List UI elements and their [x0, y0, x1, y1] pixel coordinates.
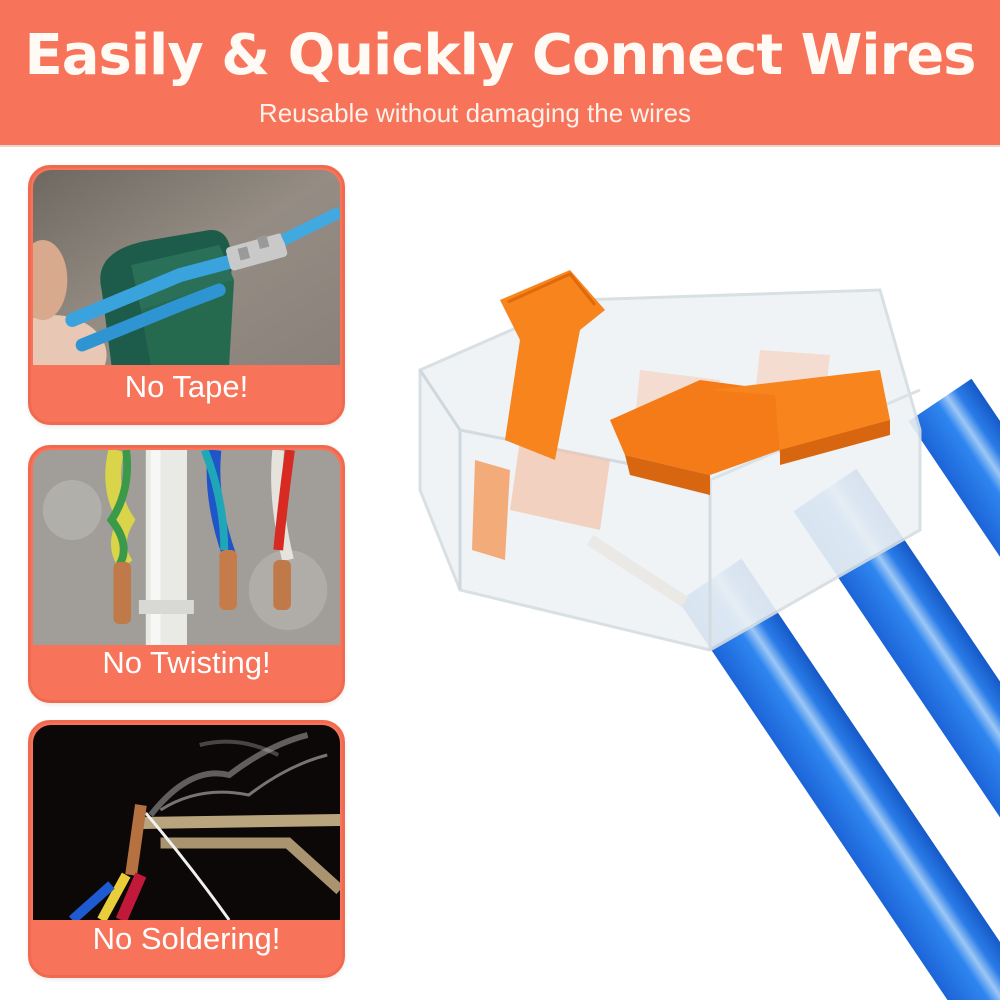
blue-wire	[678, 558, 1000, 1000]
header-banner: Easily & Quickly Connect Wires Reusable …	[0, 0, 1000, 147]
feature-card-no-tape: No Tape!	[28, 165, 345, 425]
blue-wire	[793, 468, 1000, 976]
feature-card-no-soldering: No Soldering!	[28, 720, 345, 978]
lever-connector-product	[380, 230, 1000, 1000]
feature-label: No Soldering!	[92, 921, 281, 956]
feature-card-no-twisting: No Twisting!	[28, 445, 345, 703]
tape-photo	[33, 170, 340, 365]
feature-label: No Twisting!	[102, 645, 271, 680]
twisting-photo	[33, 450, 340, 645]
soldering-photo	[33, 725, 340, 920]
banner-title: Easily & Quickly Connect Wires	[24, 23, 976, 88]
banner-subtitle: Reusable without damaging the wires	[258, 98, 692, 128]
feature-label: No Tape!	[124, 369, 249, 404]
